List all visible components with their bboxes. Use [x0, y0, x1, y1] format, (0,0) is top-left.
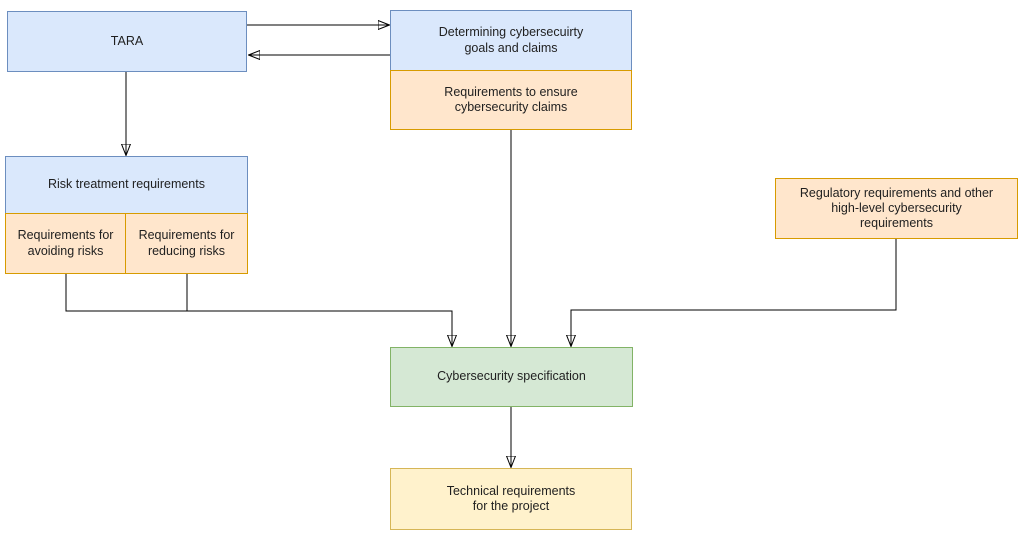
node-risk-treatment: Risk treatment requirements — [5, 156, 248, 213]
node-determining-goals-label: Determining cybersecuirty goals and clai… — [438, 25, 584, 55]
node-requirements-reducing-risks-label: Requirements for reducing risks — [138, 228, 235, 258]
node-requirements-ensure-claims-label: Requirements to ensure cybersecurity cla… — [444, 84, 578, 114]
connector-avoiding-to-spec — [65, 274, 452, 346]
node-cybersecurity-specification-label: Cybersecurity specification — [437, 369, 586, 384]
node-tara-label: TARA — [110, 33, 144, 48]
node-determining-goals: Determining cybersecuirty goals and clai… — [390, 10, 632, 70]
node-requirements-ensure-claims: Requirements to ensure cybersecurity cla… — [390, 70, 632, 130]
connector-regulatory-to-spec — [571, 239, 897, 346]
node-cybersecurity-specification: Cybersecurity specification — [390, 347, 633, 407]
node-requirements-reducing-risks: Requirements for reducing risks — [126, 213, 248, 274]
node-tara: TARA — [7, 11, 247, 72]
node-regulatory-requirements: Regulatory requirements and other high-l… — [775, 178, 1018, 239]
node-risk-treatment-label: Risk treatment requirements — [47, 177, 205, 192]
node-technical-requirements-label: Technical requirements for the project — [446, 483, 576, 513]
node-regulatory-requirements-label: Regulatory requirements and other high-l… — [799, 185, 994, 231]
node-technical-requirements: Technical requirements for the project — [390, 468, 632, 530]
node-requirements-avoiding-risks-label: Requirements for avoiding risks — [17, 228, 114, 258]
node-requirements-avoiding-risks: Requirements for avoiding risks — [5, 213, 126, 274]
